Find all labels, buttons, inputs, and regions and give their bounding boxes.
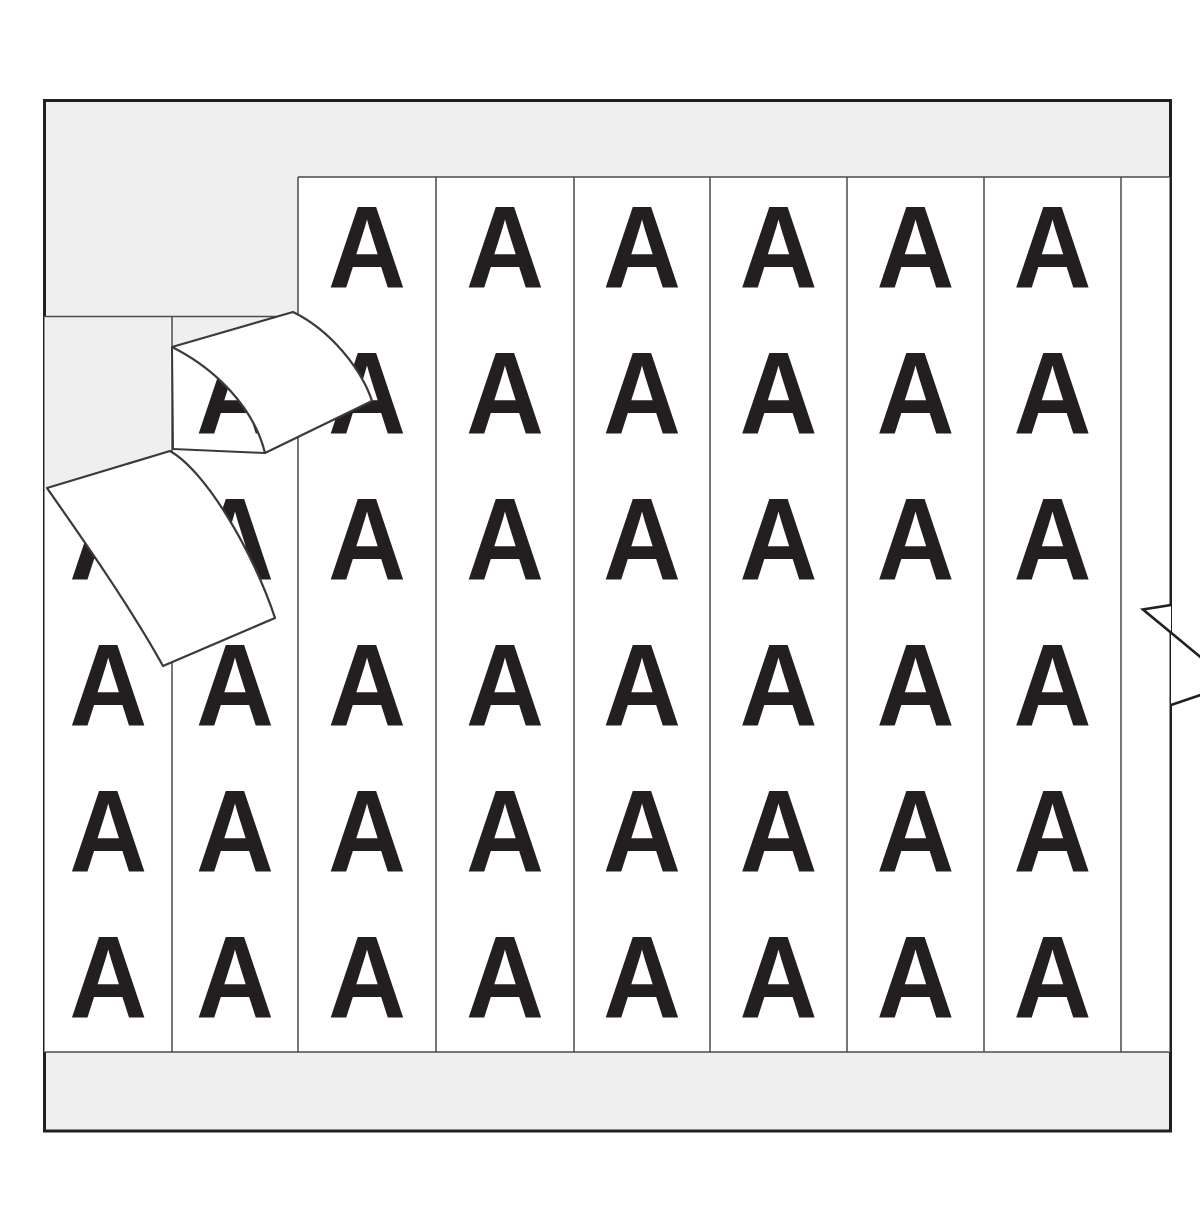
letter-A: A xyxy=(69,912,147,1043)
peeling-label-upper-footprint-edge xyxy=(171,346,266,454)
letter-A: A xyxy=(1014,182,1092,313)
letter-A: A xyxy=(466,182,544,313)
pull-tab-notch xyxy=(1139,603,1200,707)
letter-A: A xyxy=(328,912,406,1043)
letter-A: A xyxy=(877,912,955,1043)
letter-A: A xyxy=(1014,912,1092,1043)
letter-A: A xyxy=(328,766,406,897)
letter-A: A xyxy=(466,328,544,459)
label-strip-6 xyxy=(847,177,984,1052)
label-strip-2 xyxy=(298,177,436,1052)
letter-A: A xyxy=(740,328,818,459)
label-strip-4 xyxy=(574,177,710,1052)
letter-A: A xyxy=(466,474,544,605)
letter-A: A xyxy=(603,474,681,605)
letter-A: A xyxy=(1014,328,1092,459)
pull-tab-notch-fill xyxy=(1143,605,1200,705)
letter-A: A xyxy=(1014,766,1092,897)
letter-A: A xyxy=(196,912,274,1043)
label-strip-7 xyxy=(984,177,1121,1052)
letter-A: A xyxy=(1014,474,1092,605)
letter-A: A xyxy=(466,912,544,1043)
letter-A: A xyxy=(877,620,955,751)
peeling-label-upper xyxy=(170,310,374,455)
peeling-label-lower xyxy=(45,449,277,668)
letter-A: A xyxy=(1014,620,1092,751)
letter-A: A xyxy=(740,620,818,751)
letter-A: A xyxy=(603,620,681,751)
letter-A: A xyxy=(740,912,818,1043)
label-strip-3 xyxy=(436,177,574,1052)
letter-A: A xyxy=(603,328,681,459)
letter-A: A xyxy=(877,766,955,897)
removed-label-liner-0 xyxy=(45,316,171,488)
letter-A: A xyxy=(740,766,818,897)
letter-A: A xyxy=(328,474,406,605)
letter-A: A xyxy=(328,620,406,751)
letter-A: A xyxy=(69,620,147,751)
letter-A: A xyxy=(603,912,681,1043)
letter-A: A xyxy=(877,182,955,313)
letter-A: A xyxy=(603,182,681,313)
letter-A: A xyxy=(740,182,818,313)
letter-A: A xyxy=(196,766,274,897)
letter-A: A xyxy=(466,620,544,751)
letter-A: A xyxy=(877,328,955,459)
letter-A: A xyxy=(740,474,818,605)
letter-A: A xyxy=(328,182,406,313)
letter-A: A xyxy=(466,766,544,897)
letter-A: A xyxy=(603,766,681,897)
label-strip-5 xyxy=(710,177,847,1052)
label-card-graphic: AAAAAAAAAAAAAAAAAAAAAAAAAAAAAAAAAAAAAAAA… xyxy=(43,99,1200,1133)
letter-A: A xyxy=(877,474,955,605)
letter-A: A xyxy=(69,766,147,897)
